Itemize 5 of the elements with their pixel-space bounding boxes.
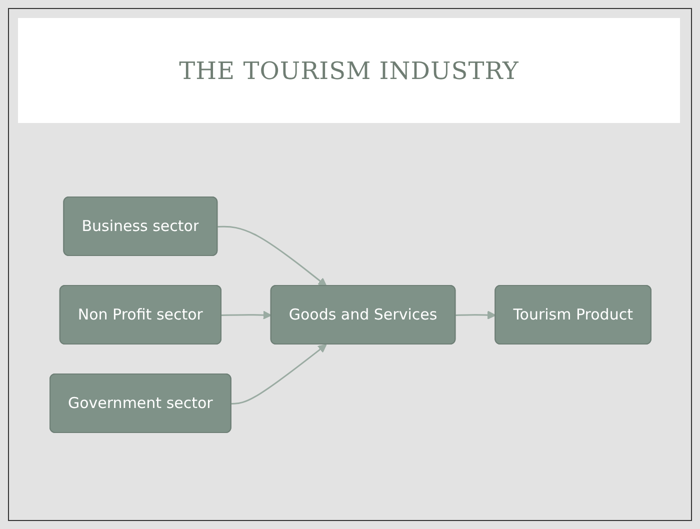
arrow: [455, 310, 496, 320]
slide-title: THE TOURISM INDUSTRY: [179, 56, 519, 84]
arrow: [230, 344, 326, 405]
arrow: [217, 226, 326, 287]
arrow: [220, 310, 272, 320]
